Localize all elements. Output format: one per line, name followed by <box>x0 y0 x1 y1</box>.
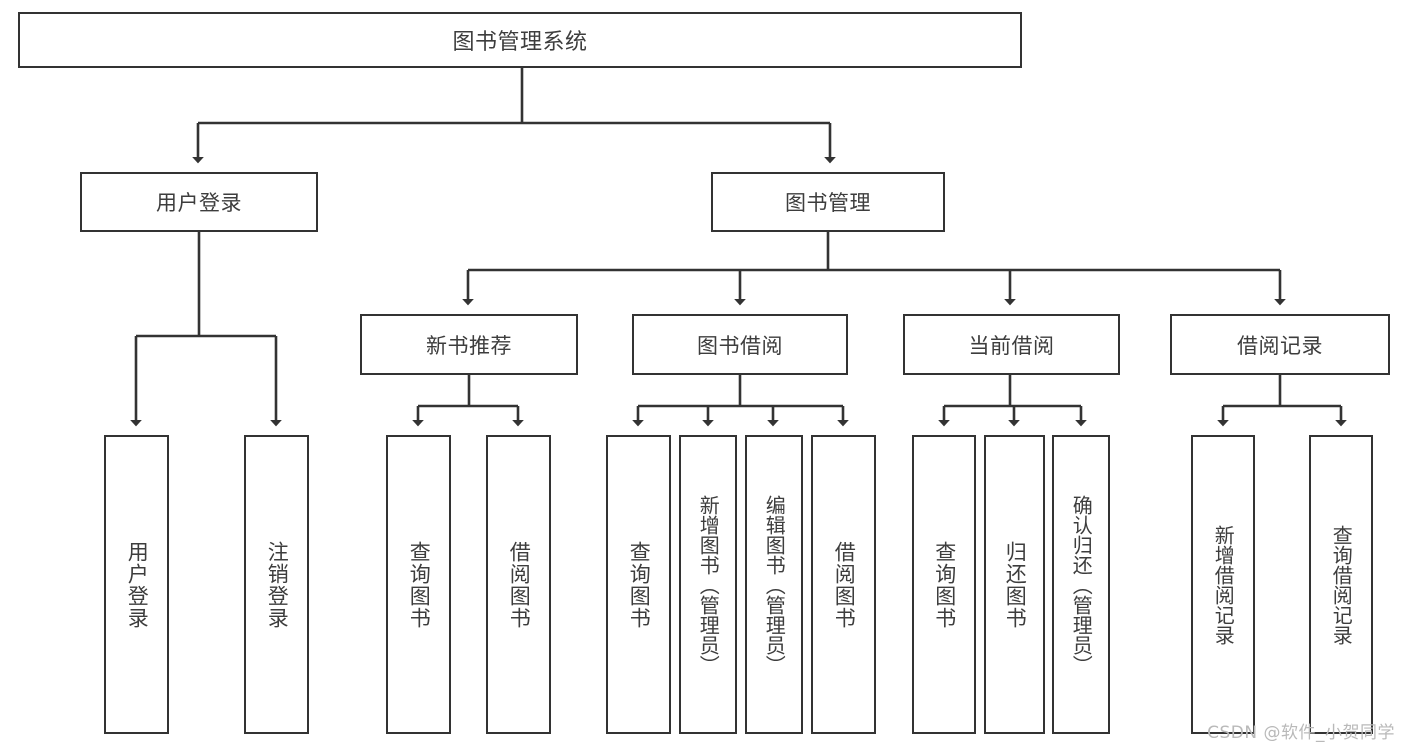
node-borrow-record[interactable]: 借阅记录 <box>1170 314 1390 375</box>
leaf-label: 新增借阅记录 <box>1211 524 1236 645</box>
leaf-query-borrow-record[interactable]: 查询借阅记录 <box>1309 435 1373 734</box>
leaf-borrow-book-recommend[interactable]: 借阅图书 <box>486 435 551 734</box>
leaf-query-book-recommend[interactable]: 查询图书 <box>386 435 451 734</box>
leaf-return-book[interactable]: 归还图书 <box>984 435 1045 734</box>
leaf-borrow-book[interactable]: 借阅图书 <box>811 435 876 734</box>
leaf-label: 用户登录 <box>125 540 150 629</box>
leaf-label: 借阅图书 <box>507 540 532 629</box>
leaf-label: 借阅图书 <box>832 540 857 629</box>
node-user-login[interactable]: 用户登录 <box>80 172 318 232</box>
node-new-book-recommend[interactable]: 新书推荐 <box>360 314 578 375</box>
leaf-label: 新增图书（管理员） <box>696 494 721 675</box>
leaf-add-book-admin[interactable]: 新增图书（管理员） <box>679 435 737 734</box>
leaf-label: 编辑图书（管理员） <box>762 494 787 675</box>
leaf-query-book-borrow[interactable]: 查询图书 <box>606 435 671 734</box>
leaf-label: 查询图书 <box>932 540 957 629</box>
node-root-system[interactable]: 图书管理系统 <box>18 12 1022 68</box>
node-book-borrow[interactable]: 图书借阅 <box>632 314 848 375</box>
leaf-query-book-current[interactable]: 查询图书 <box>912 435 976 734</box>
leaf-label: 查询图书 <box>627 540 652 629</box>
csdn-watermark: CSDN @软件_小贺同学 <box>1207 723 1395 743</box>
leaf-label: 注销登录 <box>265 540 290 629</box>
leaf-add-borrow-record[interactable]: 新增借阅记录 <box>1191 435 1255 734</box>
node-current-borrow[interactable]: 当前借阅 <box>903 314 1120 375</box>
leaf-label: 查询借阅记录 <box>1329 524 1354 645</box>
leaf-logout-login[interactable]: 注销登录 <box>244 435 309 734</box>
leaf-label: 查询图书 <box>407 540 432 629</box>
node-book-manage[interactable]: 图书管理 <box>711 172 945 232</box>
leaf-edit-book-admin[interactable]: 编辑图书（管理员） <box>745 435 803 734</box>
leaf-confirm-return-admin[interactable]: 确认归还（管理员） <box>1052 435 1110 734</box>
leaf-label: 确认归还（管理员） <box>1069 494 1094 675</box>
leaf-user-login[interactable]: 用户登录 <box>104 435 169 734</box>
leaf-label: 归还图书 <box>1003 540 1028 629</box>
